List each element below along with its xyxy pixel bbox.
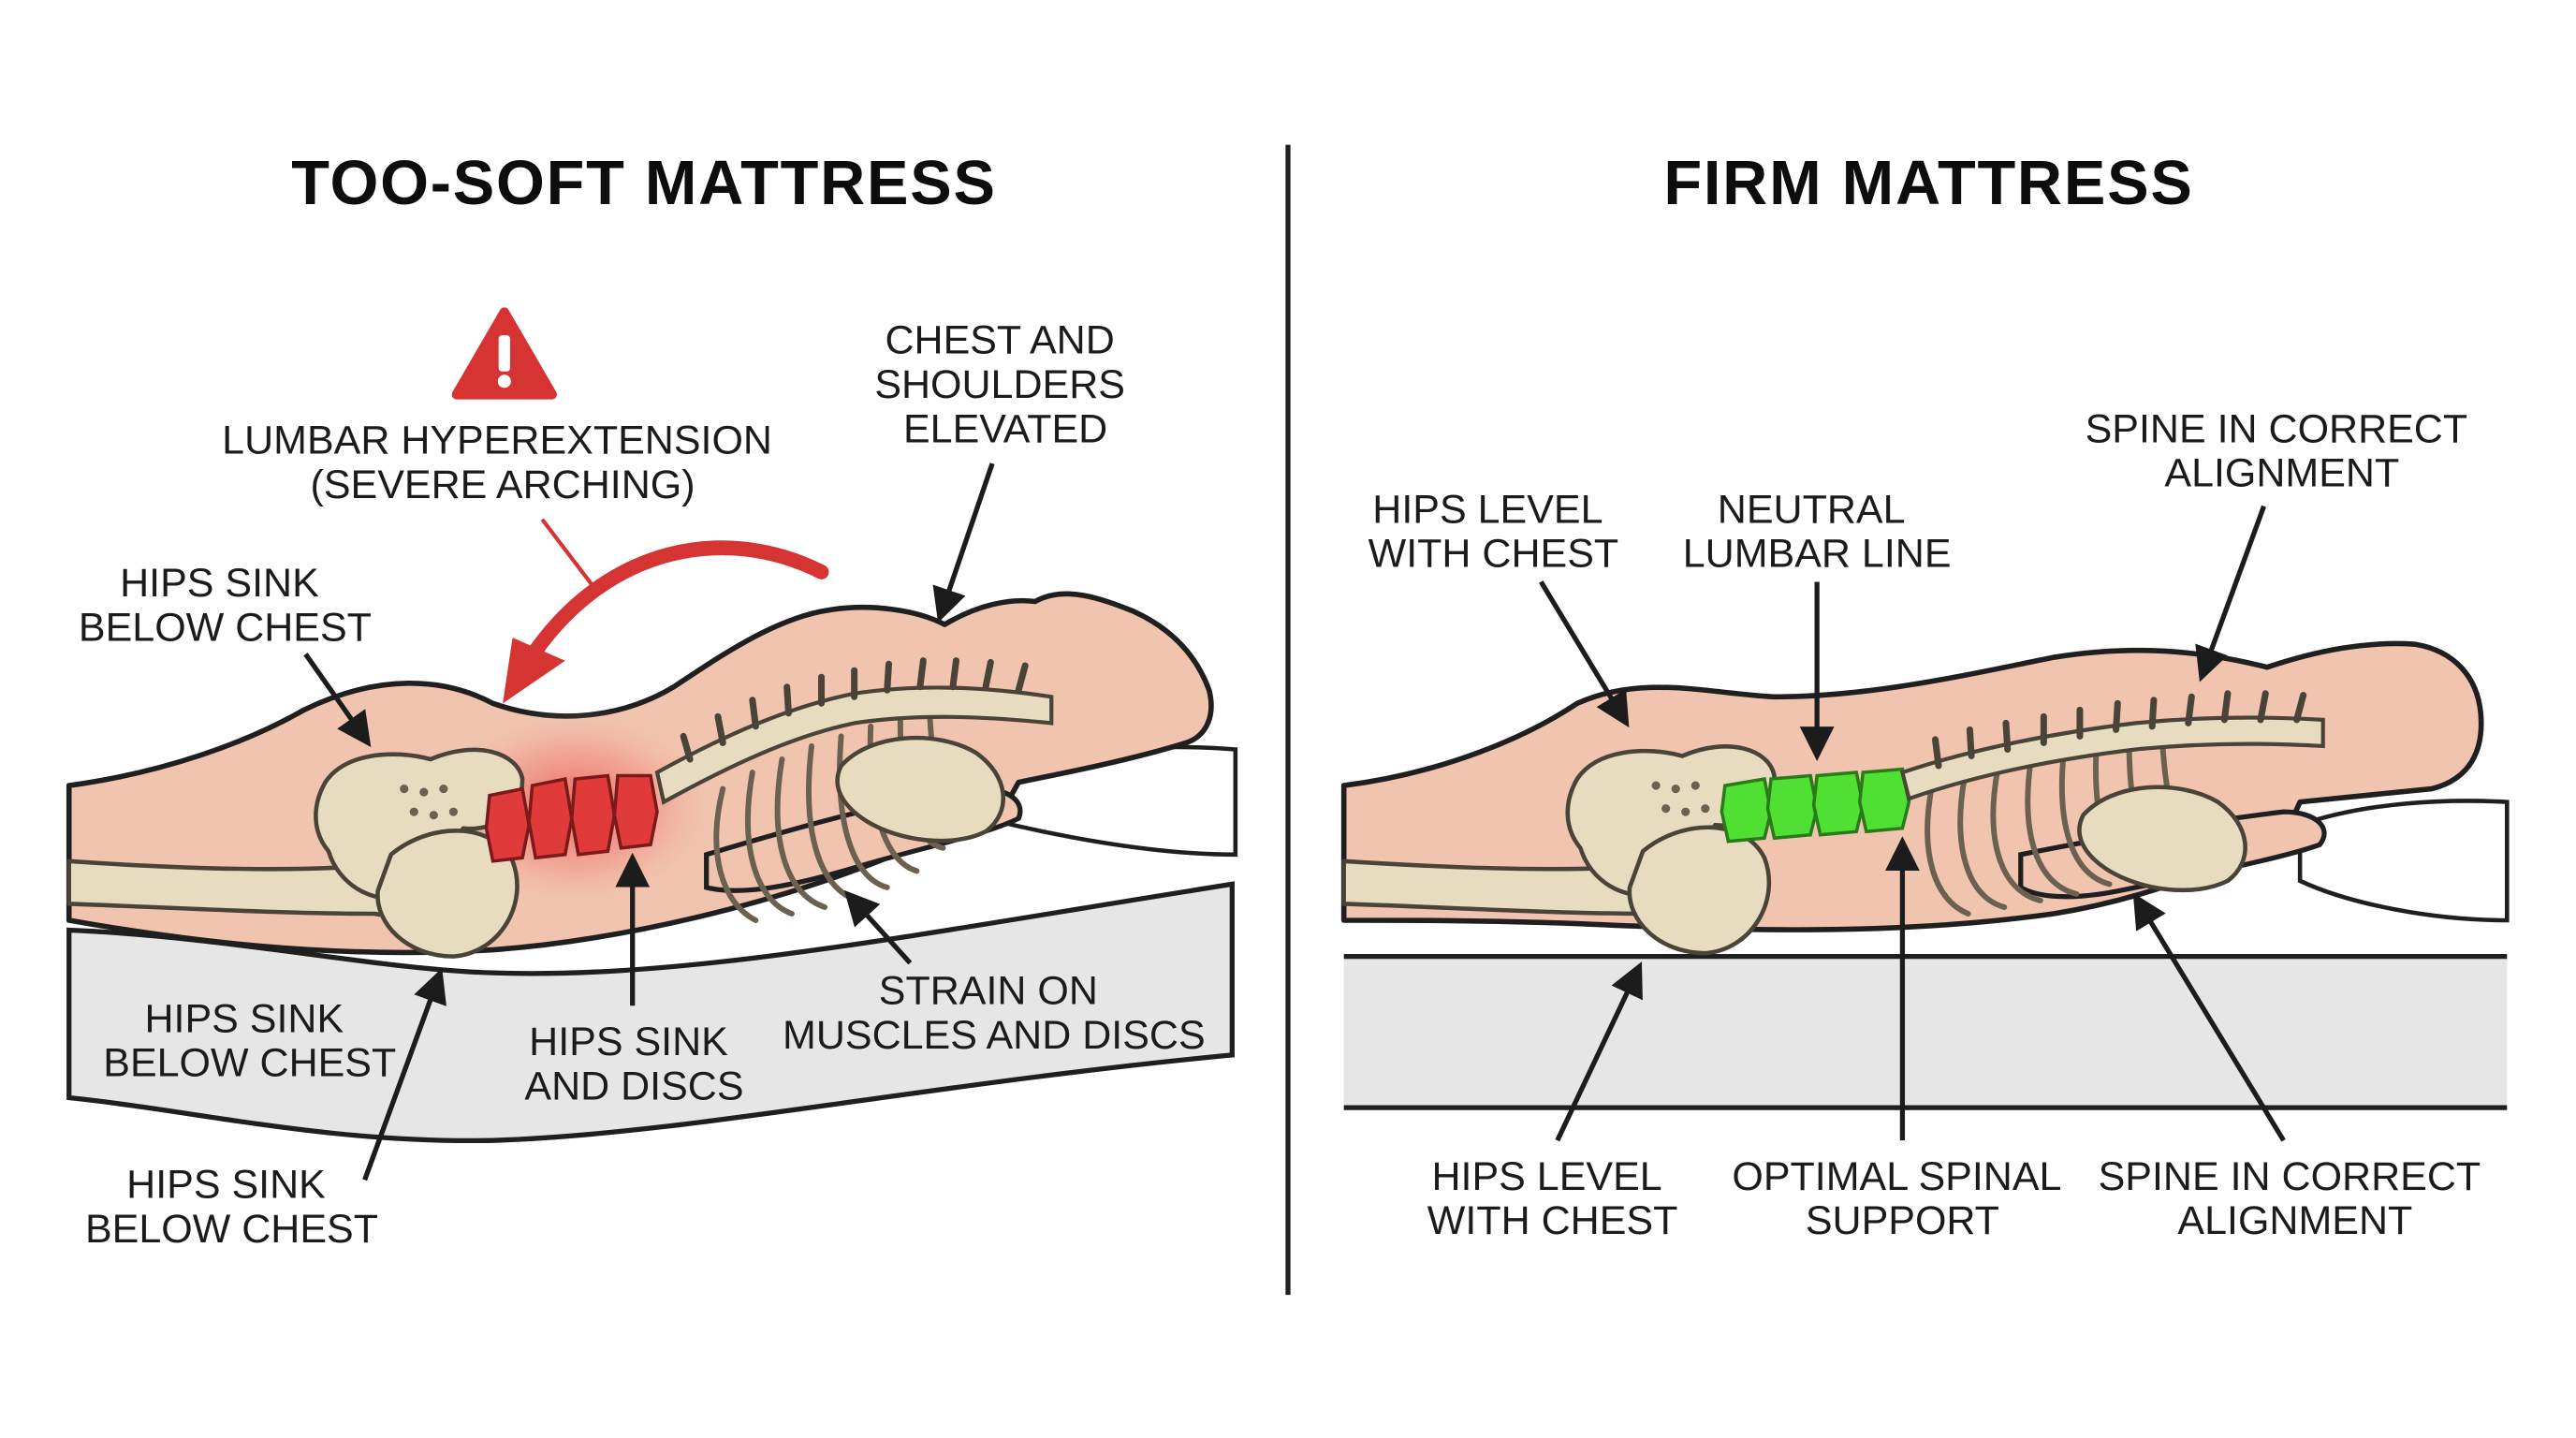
hyperextension-arrowhead [503, 638, 565, 704]
callout-spine-alignment-top: SPINE IN CORRECT ALIGNMENT [2086, 406, 2480, 495]
right-leader-lines [1539, 505, 2286, 1142]
left-panel-title: TOO-SOFT MATTRESS [291, 149, 997, 218]
callout-lumbar-hyperextension: LUMBAR HYPEREXTENSION (SEVERE ARCHING) [222, 418, 783, 507]
right-panel-title: FIRM MATTRESS [1663, 149, 2193, 218]
left-pelvis [314, 747, 525, 959]
left-spinous-processes [680, 657, 1029, 763]
callout-hips-sink-top: HIPS SINK BELOW CHEST [79, 561, 372, 650]
right-pillow [2297, 799, 2510, 923]
callout-chest-shoulders-elevated: CHEST AND SHOULDERS ELEVATED [874, 317, 1136, 451]
right-scapula [2077, 785, 2247, 893]
callout-strain-muscles-discs: STRAIN ON MUSCLES AND DISCS [783, 969, 1206, 1058]
callout-hips-sink-bottom: HIPS SINK BELOW CHEST [85, 1163, 378, 1252]
right-thoracic-spine [1899, 715, 2325, 801]
callout-neutral-lumbar-line: NEUTRAL LUMBAR LINE [1683, 487, 1952, 576]
callout-hips-level-top: HIPS LEVEL WITH CHEST [1368, 487, 1619, 576]
firm-mattress [1343, 956, 2508, 1108]
callout-optimal-spinal-support: OPTIMAL SPINAL SUPPORT [1732, 1154, 2072, 1243]
callout-hips-sink-discs: HIPS SINK AND DISCS [524, 1020, 743, 1108]
left-lumbar-vertebrae [484, 773, 659, 863]
left-panel: TOO-SOFT MATTRESS [66, 149, 1238, 1252]
hyperextension-leader [540, 518, 597, 590]
left-leader-lines [303, 462, 995, 1181]
callout-hips-level-bottom: HIPS LEVEL WITH CHEST [1427, 1154, 1678, 1243]
hyperextension-arrow [528, 540, 829, 659]
callout-spine-alignment-bottom: SPINE IN CORRECT ALIGNMENT [2099, 1154, 2492, 1243]
right-panel: FIRM MATTRESS [1340, 149, 2510, 1243]
left-scapula [835, 735, 1006, 844]
right-pelvis [1565, 744, 1777, 956]
callout-hips-sink-mid: HIPS SINK BELOW CHEST [103, 996, 396, 1085]
warning-triangle-icon [451, 307, 557, 400]
right-lumbar-vertebrae [1720, 767, 1911, 844]
right-spinous-processes [1932, 690, 2307, 770]
